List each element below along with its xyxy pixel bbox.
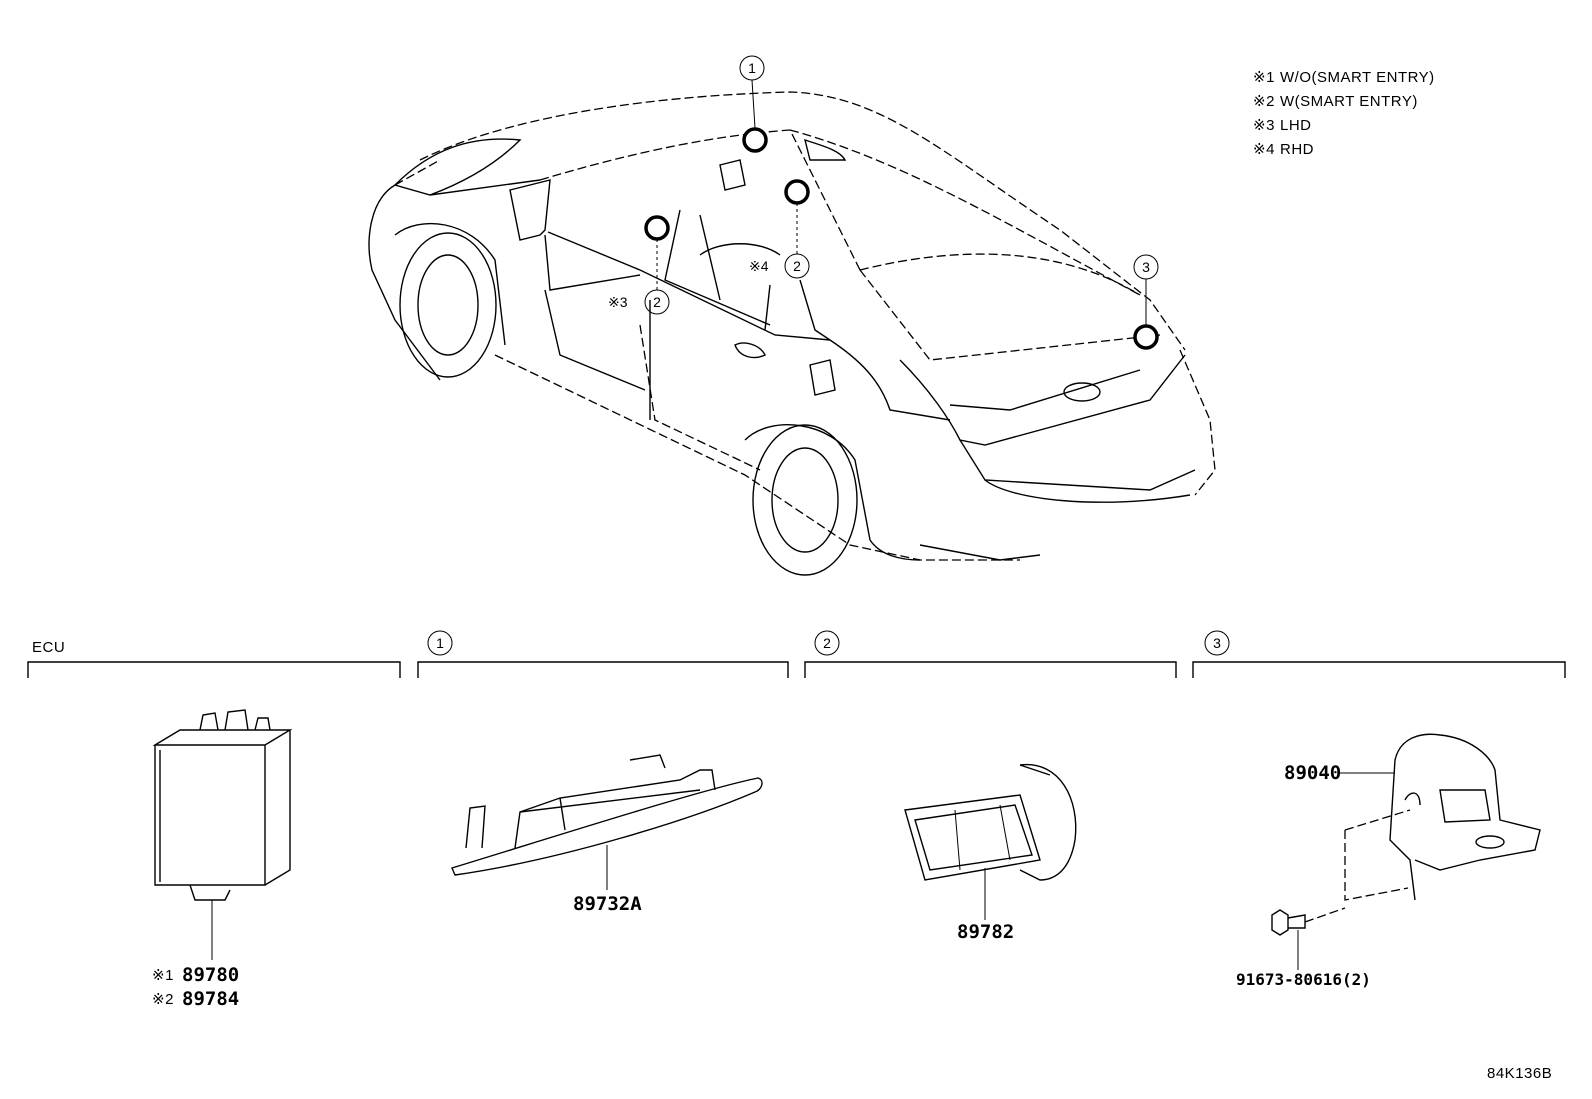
section-bracket-ecu	[27, 661, 401, 678]
section-num-2: 2	[823, 635, 831, 651]
location-marker-2-lhd	[644, 215, 670, 241]
callout-mark-lhd: ※3	[608, 294, 628, 310]
bolt-part-number: 91673-80616(2)	[1236, 970, 1371, 989]
legend-note-4-text: RHD	[1280, 141, 1314, 158]
section-bracket-2	[804, 661, 1177, 678]
section-title-ecu: ECU	[32, 639, 65, 656]
legend-note-3-text: LHD	[1280, 117, 1312, 134]
callout-2-lhd: 2	[653, 294, 661, 310]
figure-id: 84K136B	[1487, 1065, 1552, 1082]
section-circle-2	[814, 630, 840, 656]
callout-mark-rhd: ※4	[749, 258, 769, 274]
legend-note-4-mark: ※4	[1253, 141, 1275, 158]
legend: ※1 W/O(SMART ENTRY) ※2 W(SMART ENTRY) ※3…	[1253, 69, 1435, 158]
antenna-1-drawing	[451, 754, 763, 890]
callout-circle-1	[739, 55, 765, 81]
legend-note-2-text: W(SMART ENTRY)	[1280, 93, 1418, 110]
ecu-part-drawing	[152, 709, 293, 960]
location-marker-2-rhd	[784, 179, 810, 205]
callout-circle-3	[1133, 254, 1159, 280]
callout-2-rhd: 2	[793, 258, 801, 274]
section-circle-1	[427, 630, 453, 656]
location-marker-3	[1133, 324, 1159, 350]
antenna-1-part-number: 89732A	[573, 893, 642, 915]
car-illustration	[368, 91, 1216, 576]
car-callouts: 1 2 2 3 ※3 ※4	[608, 55, 1159, 350]
ecu-part-mark-a: ※1	[152, 967, 174, 984]
antenna-3-drawing	[1271, 733, 1541, 970]
antenna-2-part-number: 89782	[957, 921, 1014, 943]
callout-1: 1	[748, 60, 756, 76]
location-marker-1	[742, 127, 768, 153]
ecu-part-mark-b: ※2	[152, 991, 174, 1008]
callout-circle-2-lhd	[644, 289, 670, 315]
legend-note-1-mark: ※1	[1253, 69, 1275, 86]
legend-note-1-text: W/O(SMART ENTRY)	[1280, 69, 1435, 86]
callout-circle-2-rhd	[784, 253, 810, 279]
antenna-2-drawing	[904, 763, 1077, 920]
section-num-3: 3	[1213, 635, 1221, 651]
section-bracket-1	[417, 661, 789, 678]
section-num-1: 1	[436, 635, 444, 651]
callout-3: 3	[1142, 259, 1150, 275]
antenna-3-part-number: 89040	[1284, 762, 1341, 784]
section-bracket-3	[1192, 661, 1566, 678]
section-headers: ECU 1 2 3	[27, 630, 1566, 678]
ecu-part-number-b: 89784	[182, 988, 239, 1010]
legend-note-3-mark: ※3	[1253, 117, 1275, 134]
section-circle-3	[1204, 630, 1230, 656]
legend-note-2-mark: ※2	[1253, 93, 1275, 110]
ecu-part-number-a: 89780	[182, 964, 239, 986]
